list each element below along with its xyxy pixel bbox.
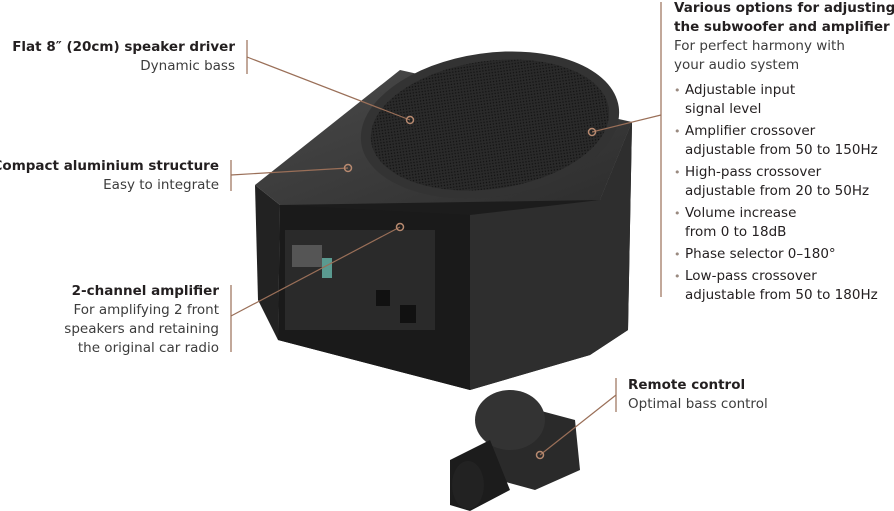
remote-title: Remote control xyxy=(628,377,746,393)
driver-title: Flat 8″ (20cm) speaker driver xyxy=(12,39,235,55)
list-item: Phase selector 0–180° xyxy=(674,245,894,264)
options-sub: your audio system xyxy=(674,57,800,73)
remote-control xyxy=(450,390,580,511)
structure-title: Compact aluminium structure xyxy=(0,158,219,174)
driver-callout: Flat 8″ (20cm) speaker driver Dynamic ba… xyxy=(12,38,235,76)
structure-callout: Compact aluminium structure Easy to inte… xyxy=(0,157,219,195)
callout-lines xyxy=(230,2,662,456)
driver-sub: Dynamic bass xyxy=(140,58,235,74)
amplifier-title: 2-channel amplifier xyxy=(71,283,219,299)
callout-dots xyxy=(343,115,597,460)
structure-sub: Easy to integrate xyxy=(103,177,219,193)
options-callout: Various options for adjusting the subwoo… xyxy=(674,0,894,308)
options-title: Various options for adjusting xyxy=(674,0,894,16)
amplifier-sub: For amplifying 2 front xyxy=(73,302,219,318)
amplifier-sub: speakers and retaining xyxy=(64,321,219,337)
options-title: the subwoofer and amplifier xyxy=(674,19,890,35)
options-sub: For perfect harmony with xyxy=(674,38,845,54)
subwoofer xyxy=(255,51,632,390)
remote-callout: Remote control Optimal bass control xyxy=(628,376,768,414)
amplifier-sub: the original car radio xyxy=(77,340,219,356)
amplifier-callout: 2-channel amplifier For amplifying 2 fro… xyxy=(64,282,219,358)
remote-sub: Optimal bass control xyxy=(628,396,768,412)
